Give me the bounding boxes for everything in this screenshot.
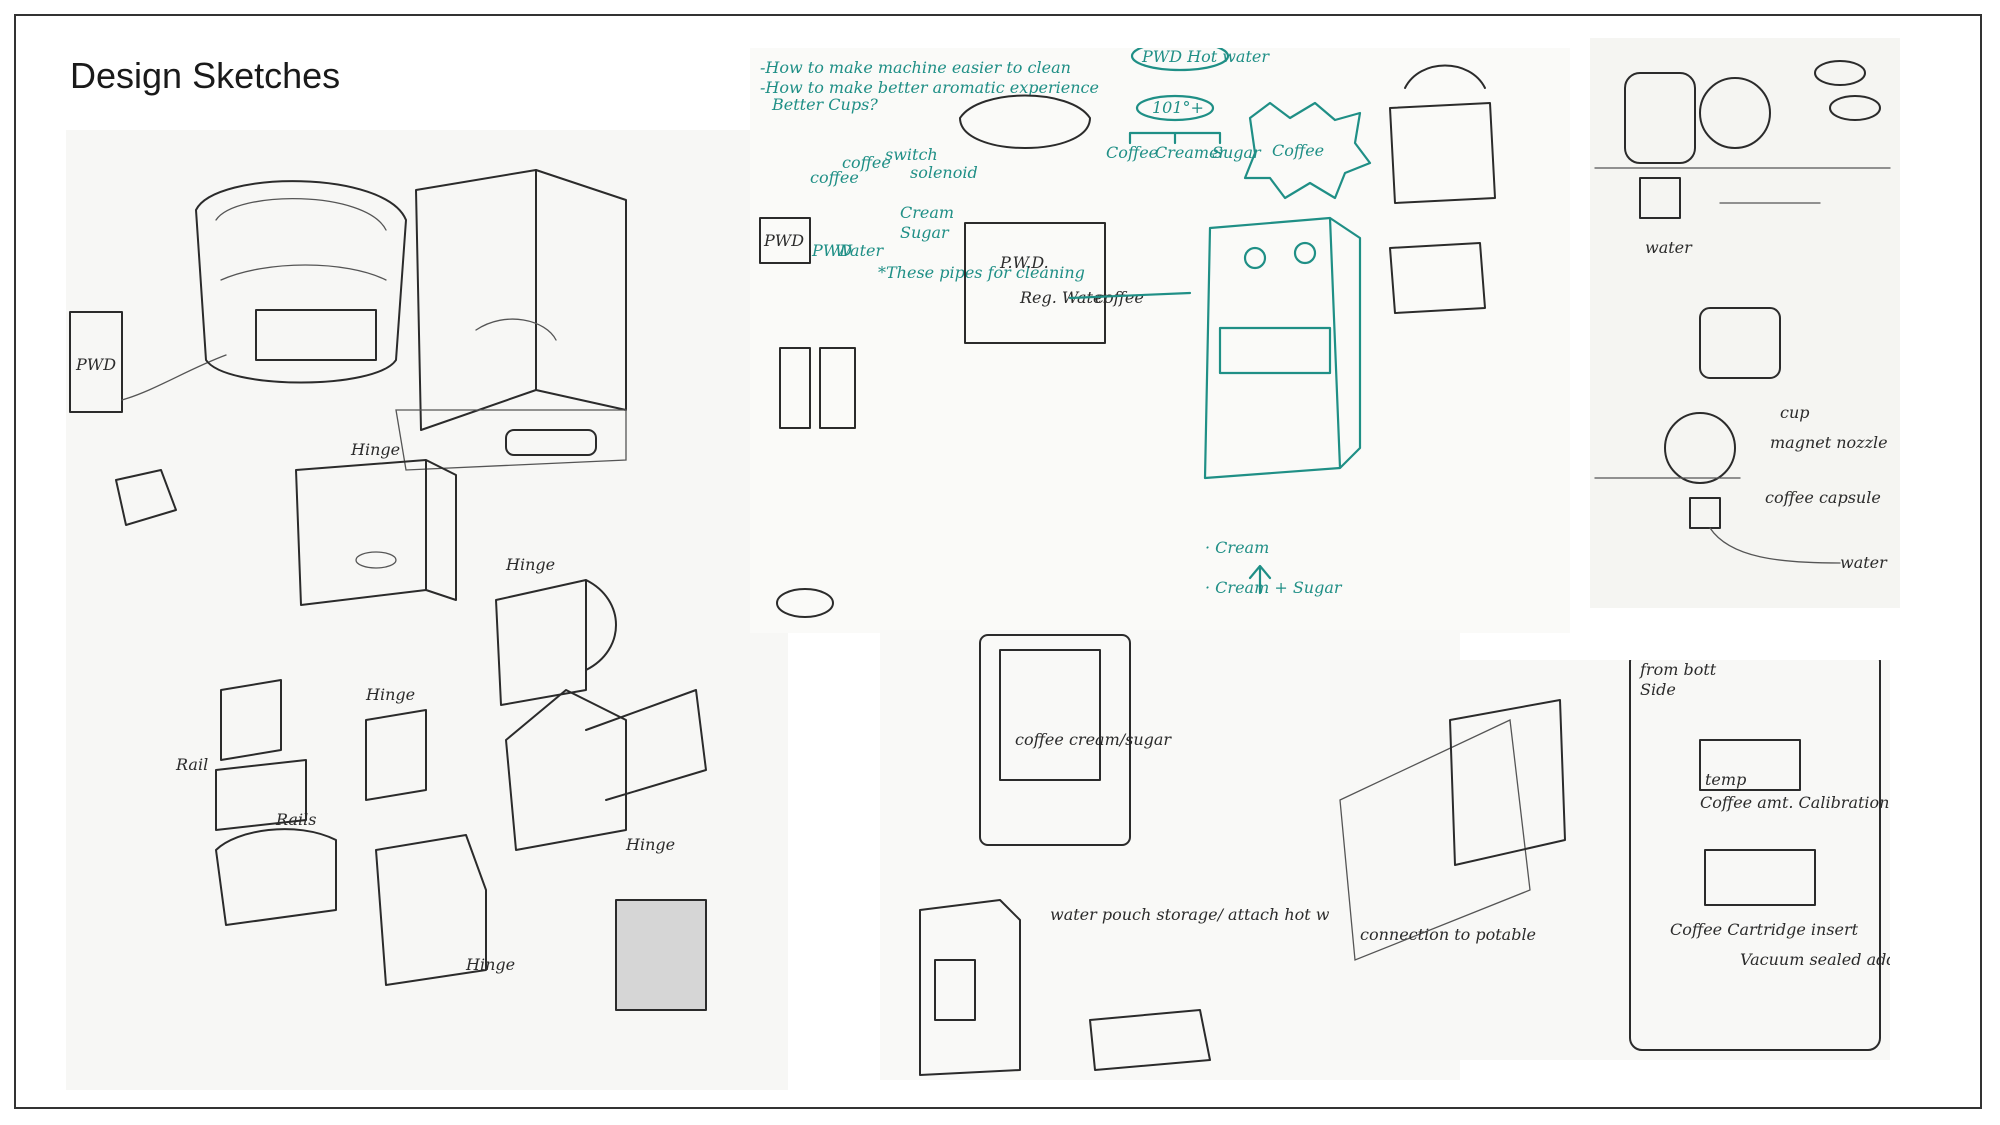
- wall-sketch: [1339, 719, 1531, 961]
- cup-label: cup: [1780, 403, 1810, 422]
- option-cream-sugar: · Cream + Sugar: [1205, 578, 1343, 597]
- coffee-cartridge-label: Coffee Cartridge insert: [1670, 920, 1859, 939]
- rails-label: Rails: [275, 810, 316, 829]
- rail-label: Rail: [175, 755, 208, 774]
- sugar-label: Sugar: [1212, 143, 1262, 162]
- water-small-label: Water: [835, 241, 884, 260]
- vacuum-sealed-label: Vacuum sealed additives insert: [1740, 950, 1890, 969]
- hinge-case-sketch: [495, 579, 617, 706]
- cup-sketch: [1404, 64, 1486, 89]
- sketch-sheet-left: PWD Hinge Hinge Rail Hinge Hinge Rails H…: [66, 130, 788, 1090]
- pwd-big-box: [964, 222, 1106, 344]
- container-sketches: [1389, 102, 1496, 314]
- panel-machine-sketch: [979, 634, 1131, 846]
- pitcher-sketch: [959, 94, 1091, 149]
- creamer-label: Creamer: [1155, 143, 1228, 162]
- switch-label: switch: [885, 145, 938, 164]
- square-cup-sketch: [1699, 307, 1781, 379]
- hinge-box-sketch: [295, 459, 457, 606]
- coffee-cream-label: coffee cream/sugar: [1015, 730, 1172, 749]
- slide-title: Design Sketches: [70, 55, 341, 96]
- rail-sketch: [215, 679, 307, 831]
- filter-sketch: [779, 347, 856, 429]
- hot-water-label: PWD Hot water: [1141, 48, 1270, 66]
- sketch-sheet-notes: -How to make machine easier to clean -Ho…: [750, 48, 1570, 633]
- note-clean: -How to make machine easier to clean: [760, 58, 1071, 77]
- calibration-panel-sketch: [1699, 739, 1801, 791]
- hinge-label-1: Hinge: [350, 440, 400, 459]
- sugar-small-label: Sugar: [900, 223, 950, 242]
- sketch-sheet-notes-drawing: -How to make machine easier to clean -Ho…: [759, 48, 1496, 618]
- from-bottom-label: from bott: [1639, 660, 1717, 679]
- connection-label: connection to potable: [1360, 925, 1536, 944]
- reg-water-label: Reg. Water: [1019, 288, 1111, 307]
- coffee-switch2-label: coffee: [842, 153, 891, 172]
- sketch-sheet-bottom-right-drawing: connection to potable from bott Side tem…: [1339, 660, 1890, 1051]
- coffee-switch-label: coffee: [810, 168, 859, 187]
- wall-machine-sketch: [1449, 699, 1566, 866]
- open-box-sketch: [505, 689, 707, 851]
- pod-sketch-1: [1814, 60, 1866, 86]
- ring-sketch: [776, 588, 834, 618]
- ui-panel-sketch: [1629, 660, 1881, 1051]
- cream-small-label: Cream: [900, 203, 954, 222]
- hot-water-bubble: [1130, 48, 1230, 72]
- pwd-small2-label: PWD: [811, 241, 852, 260]
- shaded-box-sketch: [615, 899, 707, 1011]
- water-pouch-machine-sketch: [919, 899, 1021, 1076]
- capsule-machine-sketch: [195, 180, 407, 384]
- hinge-label-2: Hinge: [505, 555, 555, 574]
- temp-101-label: 101°+: [1152, 98, 1204, 117]
- coffee-small-label: Coffee: [1106, 143, 1158, 162]
- note-cups: Better Cups?: [771, 95, 878, 114]
- hinge-label-3: Hinge: [365, 685, 415, 704]
- coffee-burst-label: Coffee: [1272, 141, 1324, 160]
- teal-machine-sketch: [1203, 216, 1362, 480]
- coffee-arrow-label: coffee: [1095, 288, 1144, 307]
- water-label-top: water: [1645, 238, 1693, 257]
- solenoid-label: solenoid: [910, 163, 978, 182]
- small-hinge-sketch: [365, 709, 427, 801]
- sketch-sheet-left-drawing: PWD Hinge Hinge Rail Hinge Hinge Rails H…: [69, 169, 707, 1011]
- flat-sketch: [115, 469, 177, 526]
- pod-sketch-2: [1829, 95, 1881, 121]
- rails-sketch: [215, 828, 337, 926]
- sketch-sheet-bottom-right: connection to potable from bott Side tem…: [1330, 660, 1890, 1060]
- dispenser-sketch: [1624, 72, 1696, 164]
- pwd-label-left: PWD: [75, 355, 116, 374]
- coffee-capsule-label: coffee capsule: [1765, 488, 1881, 507]
- water-label-bottom: water: [1840, 553, 1888, 572]
- hinge-label-5: Hinge: [465, 955, 515, 974]
- round-cup-sketch: [1699, 77, 1771, 149]
- pwd-box-sketch: [69, 311, 123, 413]
- pipes-note: *These pipes for cleaning: [878, 263, 1085, 282]
- cup-diagram-sketch: [1664, 412, 1736, 484]
- magnet-nozzle-label: magnet nozzle: [1770, 433, 1888, 452]
- side-label: Side: [1640, 680, 1676, 699]
- slant-box-sketch: [375, 834, 487, 986]
- pwd-small-label: PWD: [763, 231, 804, 250]
- coffee-burst: [1243, 101, 1372, 200]
- coffee-amt-label: Coffee amt. Calibration: [1700, 793, 1889, 812]
- option-cream: · Cream: [1205, 538, 1269, 557]
- pwd-small-box: [759, 217, 811, 264]
- pwd-big-label: P.W.D.: [999, 253, 1049, 272]
- cube-machine-sketch: [415, 169, 627, 431]
- insert-panel-sketch: [1704, 849, 1816, 906]
- temp-label: temp: [1705, 770, 1746, 789]
- tray-sketch: [1089, 1009, 1211, 1071]
- note-aroma: -How to make better aromatic experience: [760, 78, 1099, 97]
- hinge-label-4: Hinge: [625, 835, 675, 854]
- sketch-sheet-right: water cup magnet nozzle coffee capsule w…: [1590, 38, 1900, 608]
- sketch-sheet-right-drawing: water cup magnet nozzle coffee capsule w…: [1594, 60, 1891, 572]
